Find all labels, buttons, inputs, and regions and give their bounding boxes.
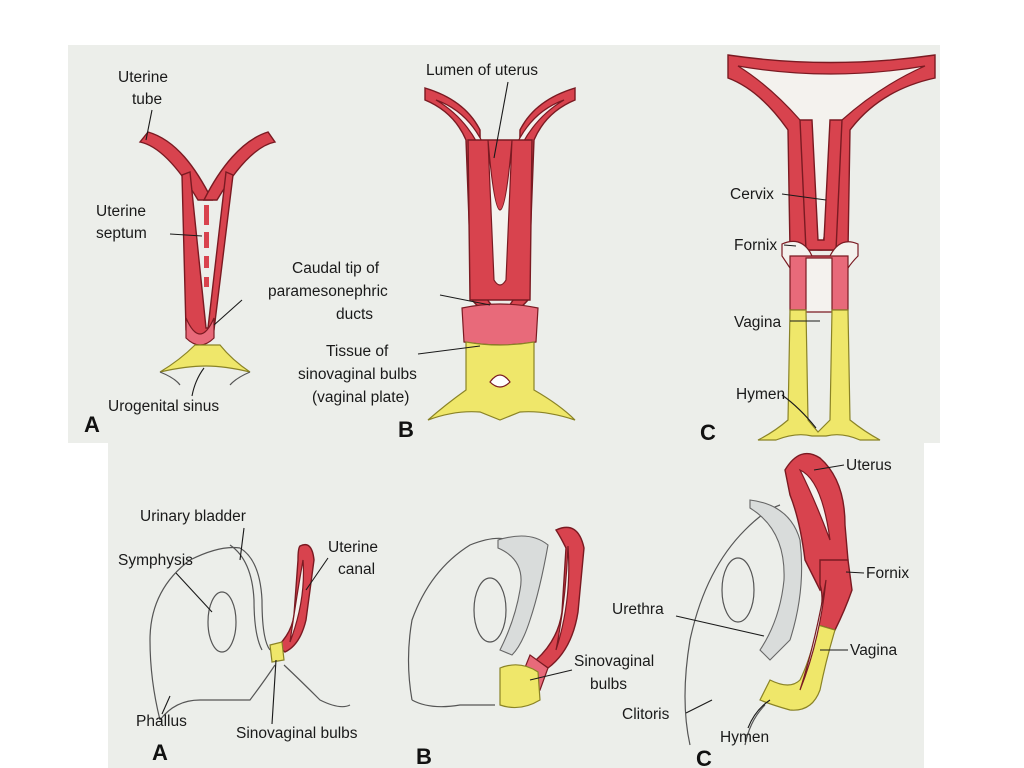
label-uterus: Uterus: [846, 457, 892, 474]
label-fornix: Fornix: [734, 237, 777, 254]
top-b-drawing: [424, 87, 576, 421]
bottom-letter-b: B: [416, 744, 432, 768]
label-uterine-tube-1: Uterine: [118, 69, 168, 86]
label-sinovaginal-bulbs: Sinovaginal bulbs: [236, 725, 358, 742]
top-c-drawing: [727, 54, 936, 441]
label-lumen-of-uterus: Lumen of uterus: [426, 62, 538, 79]
label-phallus: Phallus: [136, 713, 187, 730]
label-tissue-1: Tissue of: [326, 343, 389, 360]
top-a-drawing: [138, 131, 277, 386]
top-letter-b: B: [398, 417, 414, 442]
label-uterine-canal-1: Uterine: [328, 539, 378, 556]
top-letter-c: C: [700, 420, 716, 445]
bottom-letter-c: C: [696, 746, 712, 768]
top-letter-a: A: [84, 412, 100, 437]
bottom-a-drawing: [149, 543, 351, 721]
label-tissue-2: sinovaginal bulbs: [298, 366, 417, 383]
label-cervix: Cervix: [730, 186, 774, 203]
label-vagina: Vagina: [734, 314, 781, 331]
label-uterine-canal-2: canal: [338, 561, 375, 578]
label-tissue-3: (vaginal plate): [312, 389, 409, 406]
label-sinovaginal-b-2: bulbs: [590, 676, 627, 693]
label-caudal-tip-2: paramesonephric: [268, 283, 388, 300]
label-caudal-tip-3: ducts: [336, 306, 373, 323]
label-hymen-c: Hymen: [720, 729, 769, 746]
label-uterine-septum-2: septum: [96, 225, 147, 242]
label-hymen: Hymen: [736, 386, 785, 403]
label-urogenital-sinus: Urogenital sinus: [108, 398, 219, 415]
bottom-letter-a: A: [152, 740, 168, 765]
label-symphysis: Symphysis: [118, 552, 193, 569]
label-uterine-tube-2: tube: [132, 91, 162, 108]
label-caudal-tip-1: Caudal tip of: [292, 260, 380, 277]
label-urethra: Urethra: [612, 601, 664, 618]
bottom-b-drawing: [407, 526, 585, 709]
label-urinary-bladder: Urinary bladder: [140, 508, 246, 525]
label-uterine-septum-1: Uterine: [96, 203, 146, 220]
label-sinovaginal-b-1: Sinovaginal: [574, 653, 654, 670]
bottom-c-drawing: [684, 452, 853, 746]
uterine-septum-marks: [204, 205, 209, 287]
label-fornix-c: Fornix: [866, 565, 909, 582]
label-vagina-c: Vagina: [850, 642, 897, 659]
label-clitoris: Clitoris: [622, 706, 670, 723]
